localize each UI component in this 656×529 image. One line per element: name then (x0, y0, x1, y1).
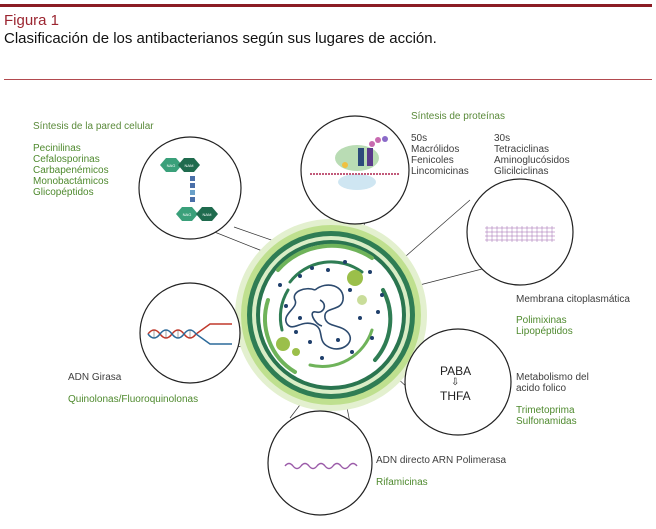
figure-label: Figura 1 (4, 12, 60, 29)
protein-30s-list: 30s Tetraciclinas Aminoglucósidos Glicil… (494, 133, 570, 177)
list-item: Carbapenémicos (33, 165, 109, 176)
bacterial-cell (235, 219, 427, 411)
list-item: Sulfonamidas (516, 416, 577, 427)
membrane-title: Membrana citoplasmática (516, 294, 630, 305)
folate-drug-list: Trimetoprima Sulfonamidas (516, 405, 577, 427)
nam-node-2 (196, 207, 218, 221)
list-item: Lipopéptidos (516, 326, 573, 337)
nam-node-1 (178, 158, 200, 172)
subunit-30s-label: 30s (494, 133, 511, 144)
list-item: Polimixinas (516, 315, 567, 326)
protein-title: Síntesis de proteínas (411, 111, 505, 122)
list-item: Aminoglucósidos (494, 155, 570, 166)
top-rule (0, 4, 652, 7)
down-arrow-icon: ⇩ (451, 377, 460, 388)
list-item: Glicopéptidos (33, 187, 94, 198)
node-label: NAM (203, 212, 212, 217)
list-item: Macrólidos (411, 144, 460, 155)
node-label: NAG (183, 212, 192, 217)
list-item: Glicilciclinas (494, 166, 549, 177)
rna-drug: Rifamicinas (376, 477, 428, 488)
figure-caption: Clasificación de los antibacterianos seg… (4, 30, 437, 47)
list-item: Monobactámicos (33, 176, 109, 187)
folate-title-line: Metabolismo del (516, 372, 589, 383)
dna-gyrase-title: ADN Girasa (68, 372, 122, 383)
rna-title: ADN directo ARN Polimerasa (376, 455, 507, 466)
subunit-50s-label: 50s (411, 133, 428, 144)
node-label: NAG (167, 163, 176, 168)
paba-label: PABA (440, 364, 472, 378)
folate-title-line: acido folico (516, 383, 567, 394)
rna-polymerase-circle (267, 410, 373, 516)
caption-rule (4, 79, 652, 80)
list-item: Pecinilinas (33, 143, 81, 154)
list-item: Trimetoprima (516, 405, 575, 416)
folate-circle (404, 328, 512, 436)
list-item: Lincomicinas (411, 166, 469, 177)
ribosome-30s (338, 174, 376, 190)
folate-title: Metabolismo del acido folico (516, 372, 589, 394)
node-label: NAM (185, 163, 194, 168)
list-item: Fenicoles (411, 155, 454, 166)
membrane-circle (466, 178, 574, 286)
dna-gyrase-circle (139, 282, 241, 384)
ribosome-circle (300, 115, 410, 225)
membrane-drug-list: Polimixinas Lipopéptidos (516, 315, 573, 337)
cell-wall-circle: NAG NAM NAG NAM (138, 136, 242, 240)
protein-50s-list: 50s Macrólidos Fenicoles Lincomicinas (411, 133, 469, 177)
cell-wall-title: Síntesis de la pared celular (33, 121, 154, 132)
list-item: Tetraciclinas (494, 144, 550, 155)
thfa-label: THFA (440, 389, 471, 403)
cell-wall-drug-list: Pecinilinas Cefalosporinas Carbapenémico… (33, 143, 109, 198)
nag-node-1 (160, 158, 182, 172)
list-item: Cefalosporinas (33, 154, 100, 165)
nag-node-2 (176, 207, 198, 221)
dna-gyrase-drug: Quinolonas/Fluoroquinolonas (68, 394, 199, 405)
